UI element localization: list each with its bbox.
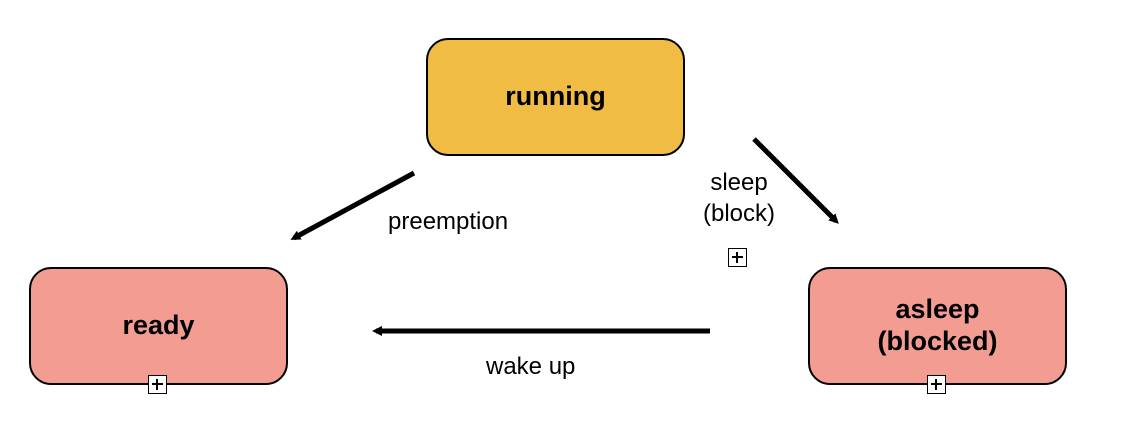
sleep-arrow bbox=[752, 137, 839, 224]
state-asleep-label-line2: (blocked) bbox=[877, 326, 998, 356]
state-running[interactable]: running bbox=[426, 38, 685, 156]
wakeup-label: wake up bbox=[486, 353, 576, 380]
preemption-arrow bbox=[290, 170, 416, 241]
state-running-label: running bbox=[505, 81, 606, 112]
state-ready-label: ready bbox=[122, 310, 195, 341]
expand-sleep-plus-box-icon[interactable] bbox=[728, 248, 747, 267]
preemption-label: preemption bbox=[388, 208, 509, 235]
state-ready[interactable]: ready bbox=[29, 267, 288, 385]
sleep-label-line1: sleep bbox=[710, 169, 768, 196]
expand-asleep-plus-box-icon[interactable] bbox=[927, 375, 946, 394]
sleep-label: sleep (block) bbox=[693, 167, 785, 229]
state-asleep[interactable]: asleep (blocked) bbox=[808, 267, 1067, 385]
sleep-label-line2: (block) bbox=[702, 200, 775, 228]
state-asleep-label-line1: asleep bbox=[895, 294, 980, 325]
expand-ready-plus-box-icon[interactable] bbox=[148, 375, 167, 394]
